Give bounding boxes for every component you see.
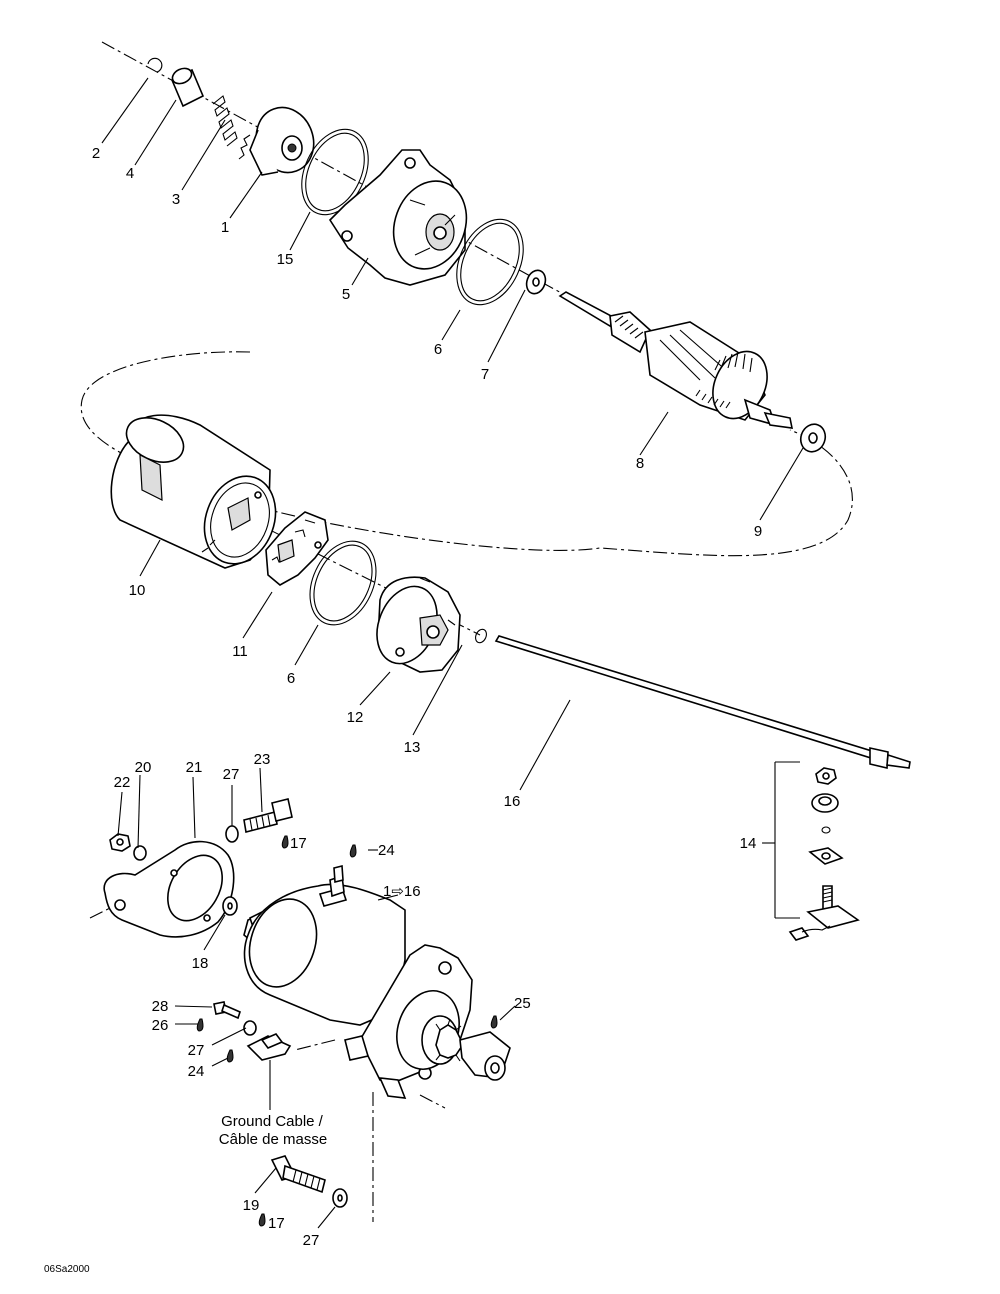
callout-19: 19: [243, 1197, 260, 1214]
part-16-through-bolt: [494, 635, 911, 769]
callout-8: 8: [636, 455, 644, 472]
callout-14: 14: [740, 835, 757, 852]
part-7-washer: [525, 269, 547, 295]
callout-17-bottom: 17: [268, 1215, 285, 1232]
lubricant-drop-icon: [226, 1049, 234, 1063]
part-4-bushing: [170, 67, 205, 108]
part-18-washer: [222, 896, 238, 916]
armature-relocation-loop: [80, 351, 853, 557]
callout-11: 11: [232, 643, 248, 660]
part-27-washer-bottom: [332, 1188, 348, 1208]
part-27-washer-top: [225, 825, 239, 843]
part-15-o-ring: [301, 128, 369, 216]
part-19-bolt: [270, 1155, 326, 1194]
part-9-washer: [799, 423, 827, 453]
lubricant-drop-icon: [490, 1015, 498, 1029]
callout-7: 7: [481, 366, 489, 383]
callout-1-to-16: 1⇨16: [383, 883, 421, 900]
part-1-drive-pinion: [238, 106, 315, 176]
callout-28: 28: [152, 998, 169, 1015]
callout-5: 5: [342, 286, 350, 303]
lubricant-drop-icon: [196, 1018, 204, 1032]
callout-24-bottom: 24: [188, 1063, 205, 1080]
ground-cable-label-line-2: Câble de masse: [219, 1131, 327, 1148]
callout-3: 3: [172, 191, 180, 208]
part-11-brush-holder: [265, 511, 329, 586]
callout-20: 20: [135, 759, 152, 776]
callout-22: 22: [114, 774, 131, 791]
callout-4: 4: [126, 165, 134, 182]
lubricant-drop-icon: [349, 844, 357, 858]
callout-10: 10: [129, 582, 146, 599]
axis-line-lower: [249, 519, 481, 636]
part-22-nut: [109, 833, 131, 852]
part-12-end-cover: [376, 576, 461, 673]
ground-cable-label-line-1: Ground Cable /: [221, 1113, 324, 1130]
part-3-spring: [212, 95, 238, 147]
callout-21: 21: [186, 759, 203, 776]
callout-27-bottom: 27: [303, 1232, 320, 1249]
callout-6-rear: 6: [287, 670, 295, 687]
ground-cable-lug: [246, 1033, 292, 1061]
part-21-support-bracket: [103, 840, 235, 938]
part-5-drive-housing: [328, 149, 468, 286]
callout-6-front: 6: [434, 341, 442, 358]
callout-labels: 2 4 3 1 15 5 6 7 8 9 10 11 6 12 13 16 14…: [92, 145, 762, 1249]
lubricant-drop-icon: [258, 1213, 266, 1227]
callout-13: 13: [404, 739, 421, 756]
part-8-armature: [558, 291, 794, 429]
callout-25: 25: [514, 995, 531, 1012]
callout-17-top: 17: [290, 835, 307, 852]
lubricant-drop-icon: [281, 835, 289, 849]
callout-27-mid: 27: [188, 1042, 205, 1059]
part-27-washer-mid: [243, 1020, 257, 1036]
callout-27-top: 27: [223, 766, 240, 783]
callout-1: 1: [221, 219, 229, 236]
part-14-hardware-kit: [762, 761, 860, 941]
callout-23: 23: [254, 751, 271, 768]
callout-24-top: 24: [378, 842, 395, 859]
callout-26: 26: [152, 1017, 169, 1034]
callout-16: 16: [504, 793, 521, 810]
part-13-small-o-ring: [475, 628, 487, 644]
callout-2: 2: [92, 145, 100, 162]
callout-12: 12: [347, 709, 364, 726]
part-20-washer: [133, 845, 147, 861]
callout-18: 18: [192, 955, 209, 972]
part-6-o-ring-front: [456, 218, 524, 306]
drawing-code: 06Sa2000: [44, 1264, 90, 1275]
callout-15: 15: [277, 251, 294, 268]
part-6-o-ring-rear: [309, 540, 377, 626]
leader-lines: [101, 77, 804, 1229]
callout-9: 9: [754, 523, 762, 540]
starter-motor-assembly: [243, 864, 511, 1099]
part-2-circlip: [147, 57, 163, 73]
part-10-yoke-frame: [110, 414, 277, 569]
part-28-bolt: [213, 1001, 241, 1020]
part-23-bolt: [243, 798, 293, 833]
